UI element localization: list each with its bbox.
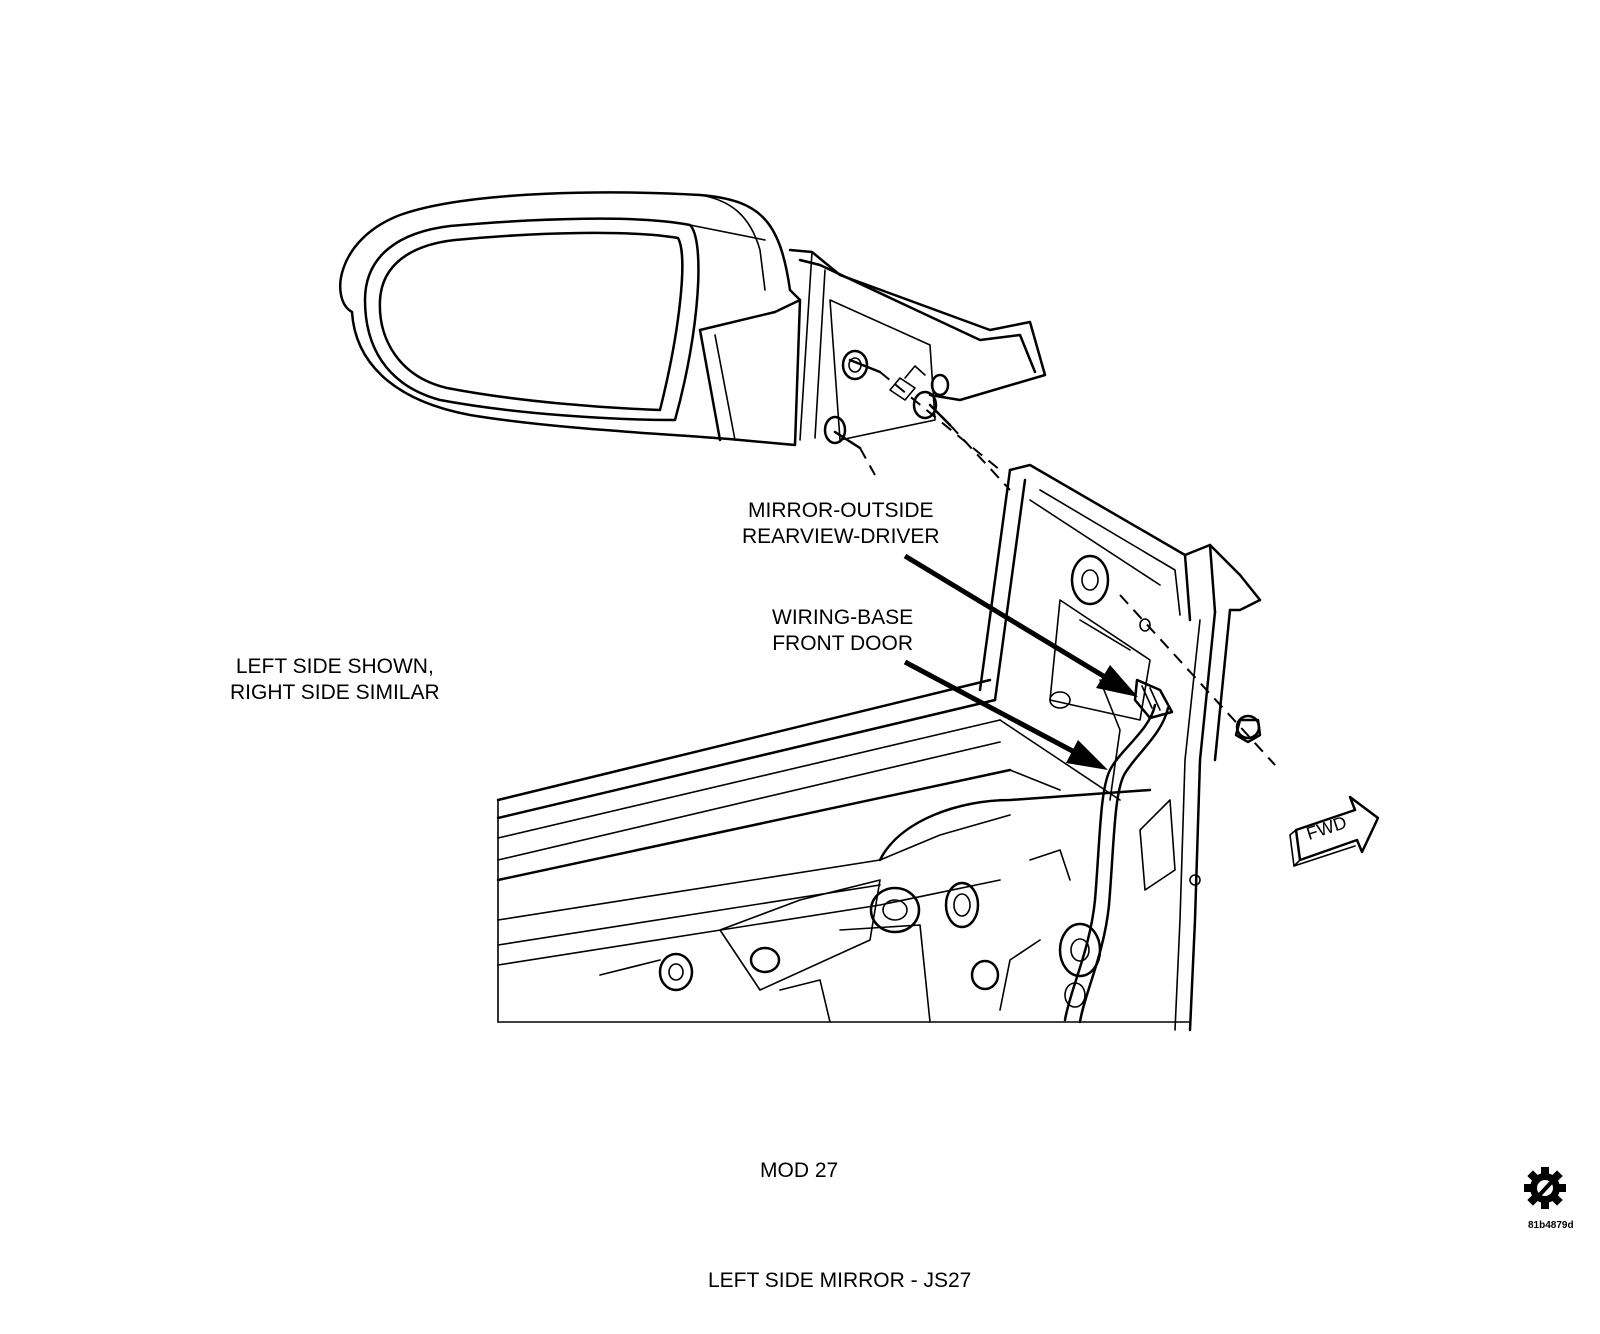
figure-caption: LEFT SIDE MIRROR - JS27: [708, 1269, 972, 1292]
mirror-label-line-1: MIRROR-OUTSIDE: [748, 499, 934, 522]
alignment-lines: [859, 371, 1276, 766]
mirror-label: MIRROR-OUTSIDE REARVIEW-DRIVER: [742, 498, 940, 550]
wiring-label: WIRING-BASE FRONT DOOR: [772, 605, 913, 657]
image-code: 81b4879d: [1528, 1220, 1574, 1231]
wiring-harness: [1063, 678, 1174, 1024]
leader-arrows: [903, 553, 1138, 770]
side-note-line-2: RIGHT SIDE SIMILAR: [230, 681, 440, 704]
model-label: MOD 27: [760, 1159, 839, 1182]
mirror-head: [339, 191, 1047, 450]
wiring-label-line-2: FRONT DOOR: [772, 632, 913, 655]
side-note-line-1: LEFT SIDE SHOWN,: [235, 655, 434, 678]
mirror-label-line-2: REARVIEW-DRIVER: [742, 525, 940, 548]
fwd-arrow-icon: [1289, 795, 1380, 867]
side-note: LEFT SIDE SHOWN, RIGHT SIDE SIMILAR: [230, 654, 440, 706]
wiring-leader-arrowhead: [1066, 740, 1108, 770]
mirror-leader-arrowhead: [1096, 665, 1138, 697]
gear-slash-logo-icon: [1524, 1167, 1566, 1209]
wiring-label-line-1: WIRING-BASE: [772, 606, 914, 629]
door-panel: [496, 463, 1262, 1032]
